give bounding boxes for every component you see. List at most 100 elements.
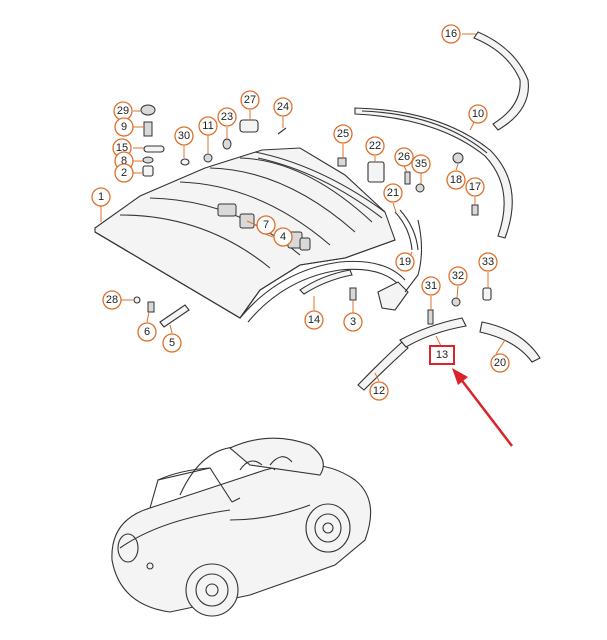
part-16-seal	[473, 31, 529, 131]
callout-5[interactable]: 5	[162, 333, 182, 353]
callout-circle-2	[114, 163, 134, 183]
callout-circle-18	[446, 170, 466, 190]
callout-label-22: 22	[369, 140, 381, 152]
callout-label-35: 35	[415, 158, 427, 170]
small-hardware	[133, 104, 492, 328]
callout-12[interactable]: 12	[369, 381, 389, 401]
callout-circle-30	[174, 126, 194, 146]
callout-circle-12	[369, 381, 389, 401]
callout-label-32: 32	[452, 270, 464, 282]
callout-label-2: 2	[121, 167, 127, 179]
callout-label-21: 21	[387, 187, 399, 199]
callout-14[interactable]: 14	[304, 310, 324, 330]
callout-2[interactable]: 2	[114, 163, 134, 183]
callout-circle-26	[394, 147, 414, 167]
callout-label-10: 10	[472, 108, 484, 120]
callout-23[interactable]: 23	[217, 107, 237, 127]
callout-20[interactable]: 20	[490, 353, 510, 373]
callout-label-33: 33	[482, 256, 494, 268]
callout-16[interactable]: 16	[441, 24, 461, 44]
callout-32[interactable]: 32	[448, 266, 468, 286]
callout-21[interactable]: 21	[383, 183, 403, 203]
highlighted-callout-13[interactable]: 13	[429, 345, 455, 365]
callout-label-20: 20	[494, 357, 506, 369]
callout-circle-10	[468, 104, 488, 124]
callout-label-17: 17	[469, 181, 481, 193]
rear-bow-mechanism	[239, 209, 423, 323]
callout-circle-28	[102, 290, 122, 310]
callout-circle-9	[114, 117, 134, 137]
callout-33[interactable]: 33	[478, 252, 498, 272]
callout-label-24: 24	[277, 101, 289, 113]
callout-27[interactable]: 27	[240, 90, 260, 110]
callout-24[interactable]: 24	[273, 97, 293, 117]
callout-10[interactable]: 10	[468, 104, 488, 124]
callout-label-6: 6	[144, 326, 150, 338]
callout-label-23: 23	[221, 111, 233, 123]
part-14-strip	[299, 269, 353, 295]
callout-label-1: 1	[98, 191, 104, 203]
callout-22[interactable]: 22	[365, 136, 385, 156]
callout-circle-27	[240, 90, 260, 110]
callout-label-12: 12	[373, 385, 385, 397]
callout-label-19: 19	[399, 256, 411, 268]
callout-circle-31	[421, 276, 441, 296]
callout-7[interactable]: 7	[256, 215, 276, 235]
callout-3[interactable]: 3	[343, 312, 363, 332]
callout-label-27: 27	[244, 94, 256, 106]
callout-18[interactable]: 18	[446, 170, 466, 190]
callout-circle-1	[91, 187, 111, 207]
callout-26[interactable]: 26	[394, 147, 414, 167]
callout-1[interactable]: 1	[91, 187, 111, 207]
callout-circle-14	[304, 310, 324, 330]
callout-circle-32	[448, 266, 468, 286]
callout-circle-23	[217, 107, 237, 127]
callout-35[interactable]: 35	[411, 154, 431, 174]
callout-31[interactable]: 31	[421, 276, 441, 296]
callout-11[interactable]: 11	[198, 116, 218, 136]
callout-circle-11	[198, 116, 218, 136]
callout-label-3: 3	[350, 316, 356, 328]
callout-circle-4	[273, 227, 293, 247]
callout-circle-24	[273, 97, 293, 117]
roof-frame-assembly	[94, 147, 396, 319]
callout-28[interactable]: 28	[102, 290, 122, 310]
callout-circle-20	[490, 353, 510, 373]
callout-19[interactable]: 19	[395, 252, 415, 272]
callout-17[interactable]: 17	[465, 177, 485, 197]
callout-label-30: 30	[178, 130, 190, 142]
callout-label-29: 29	[117, 105, 129, 117]
lower-seal-strips	[357, 317, 541, 391]
callout-25[interactable]: 25	[333, 124, 353, 144]
callout-label-4: 4	[280, 231, 286, 243]
callout-label-15: 15	[116, 142, 128, 154]
callout-label-5: 5	[169, 337, 175, 349]
callout-label-28: 28	[106, 294, 118, 306]
callout-label-7: 7	[263, 219, 269, 231]
callout-label-31: 31	[425, 280, 437, 292]
convertible-car-illustration	[111, 437, 372, 617]
callout-29[interactable]: 29	[113, 101, 133, 121]
callout-circle-21	[383, 183, 403, 203]
callout-label-25: 25	[337, 128, 349, 140]
red-arrow	[452, 368, 513, 447]
callout-circle-5	[162, 333, 182, 353]
callout-label-11: 11	[202, 120, 213, 132]
callout-label-18: 18	[450, 174, 462, 186]
callout-circle-7	[256, 215, 276, 235]
callout-9[interactable]: 9	[114, 117, 134, 137]
callout-circle-25	[333, 124, 353, 144]
callout-circle-35	[411, 154, 431, 174]
callout-circle-16	[441, 24, 461, 44]
callout-label-14: 14	[308, 314, 320, 326]
callout-circle-22	[365, 136, 385, 156]
callout-circle-19	[395, 252, 415, 272]
callout-label-9: 9	[121, 121, 127, 133]
callout-30[interactable]: 30	[174, 126, 194, 146]
callout-4[interactable]: 4	[273, 227, 293, 247]
callout-circle-17	[465, 177, 485, 197]
callout-circle-33	[478, 252, 498, 272]
callout-6[interactable]: 6	[137, 322, 157, 342]
